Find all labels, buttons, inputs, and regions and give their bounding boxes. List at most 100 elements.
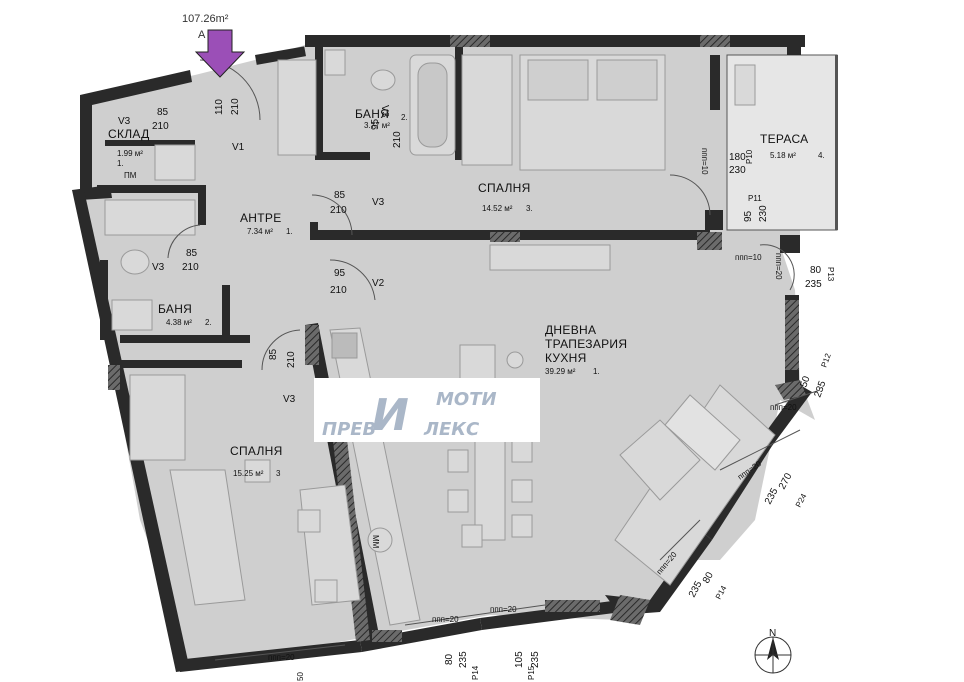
- sink-1: [324, 49, 346, 76]
- logo-part3: МОТИ: [436, 389, 497, 410]
- door-v3e-code: V3: [283, 394, 296, 405]
- window-p13-h: 235: [805, 279, 822, 290]
- armchair: [619, 419, 701, 501]
- bedroom1-no: 3.: [526, 204, 533, 213]
- door-v2-w: 95: [334, 268, 346, 279]
- window-p10-w: 180: [729, 152, 746, 163]
- door-p13: [759, 244, 795, 291]
- window-p14b-w: 80: [444, 653, 455, 665]
- window-p12-sill: ппп=20: [770, 403, 797, 412]
- dining-table: [474, 429, 506, 541]
- door-v3a-h: 210: [152, 121, 169, 132]
- sink-2: [111, 299, 153, 331]
- door-v3e-w: 85: [268, 348, 279, 360]
- door-v3b-w: 95: [370, 118, 381, 130]
- bath1-area: 3.77 м²: [364, 121, 390, 130]
- window-p12-w: 50: [798, 374, 812, 389]
- window-p11-code: P11: [748, 194, 762, 203]
- hall-name: АНТРЕ: [240, 211, 282, 225]
- unit-id: А: [198, 29, 206, 41]
- total-area: 107.26m²: [182, 13, 229, 25]
- apartment-floor: [82, 40, 815, 670]
- window-p14b-h: 235: [458, 651, 469, 668]
- door-v3a-code: V3: [118, 116, 131, 127]
- window-p10-h: 230: [729, 165, 746, 176]
- watermark-logo: ПРЕВ И МОТИ ЛЕКС: [314, 378, 540, 442]
- logo-part4: ЛЕКС: [423, 419, 480, 440]
- bottom-sill-3: ппп=20: [268, 653, 295, 662]
- door-v3d-code: V3: [152, 262, 165, 273]
- window-p11-h: 230: [758, 205, 769, 222]
- window-p11-w: 95: [743, 210, 754, 222]
- nightstand: [244, 459, 271, 483]
- door-v3c-w: 85: [334, 190, 346, 201]
- bedroom2-area: 15.25 м²: [233, 469, 264, 478]
- storage-tag: ПМ: [124, 171, 137, 180]
- terrace-no: 4.: [818, 151, 825, 160]
- storage-name: СКЛАД: [108, 127, 150, 141]
- compass-icon: [754, 636, 792, 674]
- entrance-arrow-icon: [194, 29, 246, 78]
- window-p10-sill: ппп=10: [700, 148, 709, 175]
- door-p10: [669, 174, 711, 216]
- door-v2-code: V2: [372, 278, 385, 289]
- window-p13-code: P13: [826, 267, 835, 282]
- window-p14a-w: 80: [701, 570, 716, 585]
- living-no: 1.: [593, 367, 600, 376]
- door-v3-bedroom2: [261, 329, 301, 371]
- shower: [104, 199, 196, 236]
- door-v1-code: V1: [232, 142, 245, 153]
- storage-area: 1.99 м²: [117, 149, 143, 158]
- hall-no: 1.: [286, 227, 293, 236]
- window-p13-w: 80: [810, 265, 822, 276]
- door-v3e-h: 210: [286, 351, 297, 368]
- toilet-2: [120, 249, 150, 275]
- door-v3b-h: 210: [392, 131, 403, 148]
- door-v2: [329, 259, 376, 301]
- door-v1-w: 110: [214, 99, 225, 115]
- hall-wardrobe: [277, 59, 317, 156]
- logo-part2: И: [372, 390, 409, 441]
- bedroom2-no: 3: [276, 469, 281, 478]
- door-v1-h: 210: [230, 98, 241, 115]
- terrace-chair: [734, 64, 756, 106]
- bedroom2-name: СПАЛНЯ: [230, 444, 283, 458]
- door-v3d-w: 85: [186, 248, 198, 259]
- window-p13-sill: ппп=20: [774, 253, 783, 280]
- bath2-area: 4.38 м²: [166, 318, 192, 327]
- terrace-name: ТЕРАСА: [760, 132, 808, 146]
- living-line3: КУХНЯ: [545, 351, 587, 365]
- window-p11-sill: ппп=10: [735, 253, 762, 262]
- bedroom1-area: 14.52 м²: [482, 204, 513, 213]
- door-v3b-code: V3: [379, 105, 390, 118]
- tv-unit: [489, 244, 611, 271]
- bedroom1-name: СПАЛНЯ: [478, 181, 531, 195]
- double-bed-2: [169, 469, 246, 606]
- door-v3-hall: [311, 194, 353, 236]
- door-v3a-w: 85: [157, 107, 169, 118]
- terrace-area-label: 5.18 м²: [770, 151, 796, 160]
- logo-part1: ПРЕВ: [322, 419, 376, 440]
- door-v3-bath2: [167, 224, 201, 259]
- toilet-1: [370, 69, 396, 91]
- bedroom2-wardrobe: [129, 374, 186, 461]
- bath2-no: 2.: [205, 318, 212, 327]
- door-v3c-h: 210: [330, 205, 347, 216]
- living-line1: ДНЕВНА: [545, 323, 596, 337]
- door-v3c-code: V3: [372, 197, 385, 208]
- bottom-num: 50: [296, 672, 305, 681]
- bath1-name: БАНЯ: [355, 107, 389, 121]
- washer: [367, 527, 393, 553]
- window-p14b-code: P14: [471, 665, 480, 680]
- bath2-name: БАНЯ: [158, 302, 192, 316]
- bath1-no: 2.: [401, 113, 408, 122]
- window-p15-code: P15: [527, 665, 536, 680]
- compass-north: N: [769, 628, 776, 639]
- wardrobe-1: [461, 54, 513, 166]
- window-sills: [214, 389, 821, 661]
- window-p15-h: 235: [530, 651, 541, 668]
- bottom-sill-1: ппп=20: [490, 605, 517, 614]
- hall-area: 7.34 м²: [247, 227, 273, 236]
- living-area: 39.29 м²: [545, 367, 576, 376]
